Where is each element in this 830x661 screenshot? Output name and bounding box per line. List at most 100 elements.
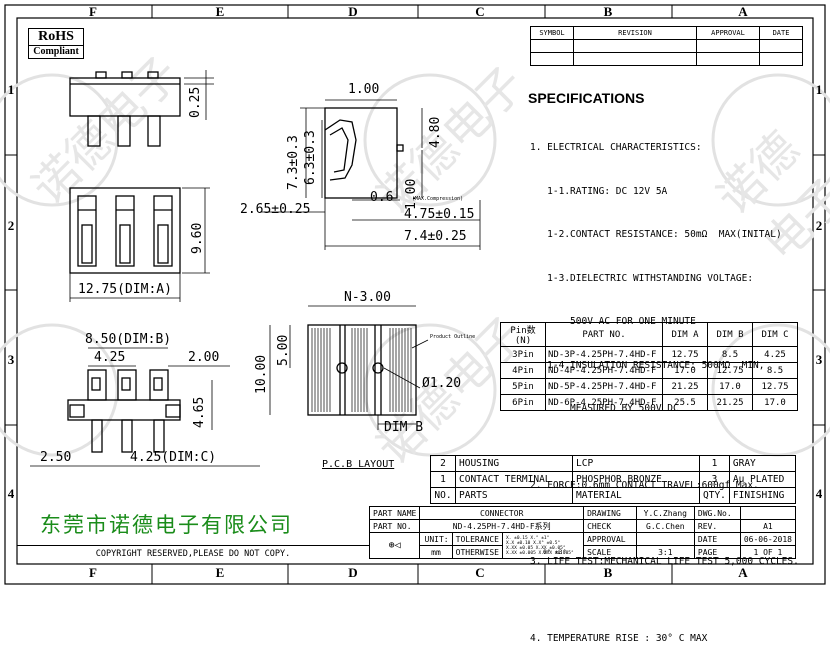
table-row: 3Pin ND-3P-4.25PH-7.4HD-F 12.75 8.5 4.25 [500,346,798,363]
table-cell: 21.25 [707,394,753,411]
table-cell: PHOSPHOR BRONZE [572,471,700,488]
rev-label: REV. [693,519,741,533]
dim-bottom-4-25c: 4.25(DIM:C) [130,450,217,465]
company-name: 东莞市诺德电子有限公司 [40,513,293,537]
zone-row-label: 3 [815,352,823,367]
zone-row-label: 4 [7,486,15,501]
checked-by: G.C.Chen [635,519,695,533]
spec-line: 4. TEMPERATURE RISE : 30° C MAX [530,632,708,644]
zone-col-label: D [348,565,358,580]
table-header: MATERIAL [572,487,700,504]
table-cell: 12.75 [662,346,708,363]
table-header: FINISHING [728,487,797,504]
spec-line: 3. LIFE TEST:MECHANICAL LIFE TEST 5,000 … [530,556,799,567]
scale-label: SCALE [583,545,637,559]
table-cell: 8.5 [752,362,798,379]
dim-bottom-2-00: 2.00 [188,350,220,365]
pcb-outline-label: Product Outline [430,334,476,340]
table-cell: 25.5 [662,394,708,411]
otherwise-label: OTHERWISE [451,545,503,559]
dim-max-compression: (MAX.Compression) [412,196,464,202]
bom-table: 2 HOUSING LCP 1 GRAY 1 CONTACT TERMINAL … [430,455,797,504]
dim-front-width: 12.75(DIM:A) [78,282,172,297]
approval-label: APPROVAL [583,532,637,546]
spec-line: 1-1.RATING: DC 12V 5A [530,185,668,197]
check-label: CHECK [583,519,637,533]
tolerance-line: X.XX ±0.005 X.XXX ±0.005° [505,550,574,556]
part-table-header: DIM B [707,322,753,347]
dim-side-top: 1.00 [348,82,380,97]
dim-top-height: 0.25 [188,86,203,118]
spec-line: 500V AC FOR ONE MINUTE [530,316,696,327]
rohs-title: RoHS [29,29,83,46]
table-header: NO. [430,487,456,504]
pcb-layout-caption: P.C.B LAYOUT [322,459,395,470]
tolerance-line: X. ±0.15 X.° ±1° [505,535,550,541]
table-cell: 1 [430,471,456,488]
rohs-subtitle: Compliant [33,46,79,57]
rohs-badge: RoHS Compliant [28,28,84,59]
table-cell: GRAY [728,455,797,472]
table-cell: 1 [699,455,730,472]
table-cell: 3 [699,471,730,488]
dim-pcb-5-00: 5.00 [276,334,291,366]
table-cell: 2 [430,455,456,472]
part-number-table: Pin数(N) PART NO. DIM A DIM B DIM C 3Pin … [500,322,798,411]
table-row: 2 HOUSING LCP 1 GRAY [430,455,797,472]
zone-row-label: 2 [7,218,15,233]
drawing-label: DRAWING [583,506,637,520]
part-table-header: DIM A [662,322,708,347]
part-table-header: Pin数(N) [500,322,546,347]
table-row: 5Pin ND-5P-4.25PH-7.4HD-F 21.25 17.0 12.… [500,378,798,395]
table-cell: 21.25 [662,378,708,395]
table-header: PARTS [455,487,573,504]
title-block: PART NAME CONNECTOR DRAWING Y.C.Zhang DW… [368,506,797,559]
spec-line: 1-2.CONTACT RESISTANCE: 50mΩ MAX(INITAL) [530,229,782,240]
table-cell: 6Pin [500,394,546,411]
spec-line: 1. ELECTRICAL CHARACTERISTICS: [530,142,702,153]
zone-col-label: E [215,4,225,19]
dim-side-1-00: 1.00 [404,178,419,210]
tolerance-label: TOLERANCE [451,532,503,546]
table-cell: 12.75 [707,362,753,379]
dim-pcb-diameter: Ø1.20 [422,376,462,391]
zone-row-label: 1 [7,82,15,97]
table-cell: ND-5P-4.25PH-7.4HD-F [545,378,663,395]
table-cell: 17.0 [752,394,798,411]
table-cell: ND-3P-4.25PH-7.4HD-F [545,346,663,363]
part-table-header: PART NO. [545,322,663,347]
zone-col-label: F [89,4,97,19]
top-profile-view [69,71,181,147]
specifications-title: SPECIFICATIONS [528,90,645,106]
table-row: 6Pin ND-6P-4.25PH-7.4HD-F 25.5 21.25 17.… [500,394,798,411]
zone-col-label: C [475,565,485,580]
dim-side-2-65: 2.65±0.25 [240,202,311,217]
dimension-lines [30,70,481,467]
dim-side-h1: 7.3±0.3 [286,135,301,190]
dwg-number [739,506,797,520]
table-cell: 5Pin [500,378,546,395]
zone-col-label: A [738,565,748,580]
approval [635,532,695,546]
zone-row-label: 1 [815,82,823,97]
dim-pcb-10-00: 10.00 [254,354,269,394]
revision-table: SYMBOL REVISION APPROVAL DATE [530,26,803,66]
table-row: NO. PARTS MATERIAL QTY. FINISHING [430,487,797,504]
zone-row-label: 4 [815,486,823,501]
tolerance-line: X.X ±0.10 X.X° ±0.5° [505,540,561,546]
dim-bottom-4-25: 4.25 [94,350,126,365]
technical-drawing [30,70,481,467]
table-cell: HOUSING [455,455,573,472]
table-cell: 4.25 [752,346,798,363]
zone-col-label: A [738,4,748,19]
table-cell: CONTACT TERMINAL [455,471,573,488]
table-cell: 12.75 [752,378,798,395]
zone-col-label: E [215,565,225,580]
spec-line: 1-3.DIELECTRIC WITHSTANDING VOLTAGE: [530,272,754,284]
dim-front-height: 9.60 [190,222,205,254]
dim-side-4-75: 4.75±0.15 [404,207,475,222]
dim-side-right: 4.80 [428,116,443,148]
zone-col-label: C [475,4,485,19]
table-cell: LCP [572,455,700,472]
part-no-label: PART NO. [368,519,421,533]
